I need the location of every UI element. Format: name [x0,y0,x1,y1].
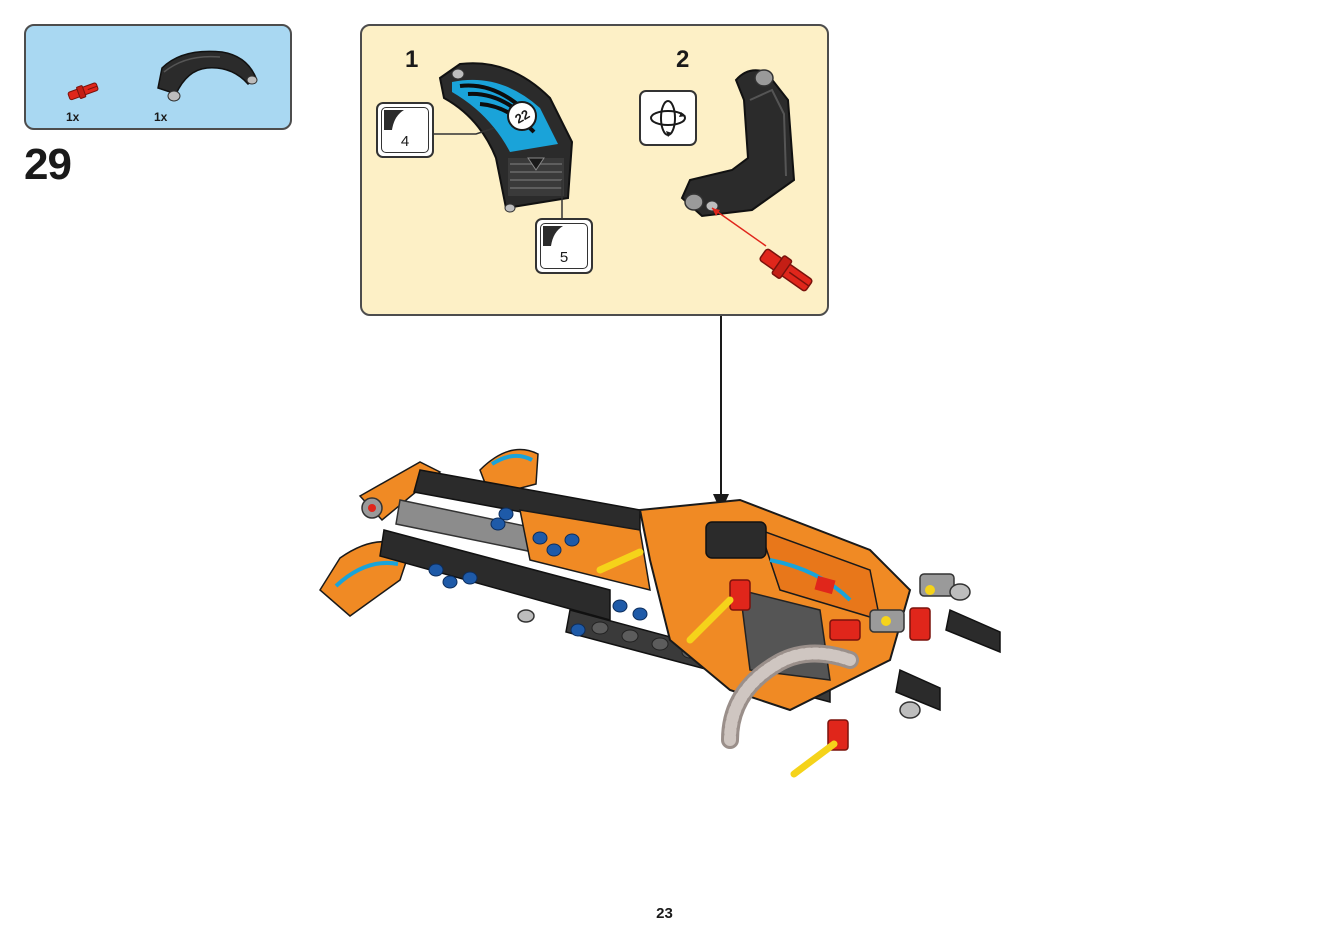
sticker-number-4: 4 [400,133,410,150]
sticker-icon [384,110,404,130]
sticker-callout-4: 4 [376,102,434,158]
rotate-arrows-icon [650,100,686,137]
svg-text:22: 22 [512,106,532,126]
parts-list-box: 1x 1x [24,24,292,130]
part-qty-red-pin: 1x [66,110,80,124]
step-number: 29 [24,140,72,189]
panel-with-pin-illustration [680,69,813,292]
sub-step-1-number: 1 [405,46,419,73]
rotate-icon [639,90,697,146]
red-axle-pin-icon [67,82,99,101]
part-qty-black-panel: 1x [154,110,168,124]
main-model-illustration [319,448,1001,778]
black-curved-panel-icon [157,50,258,102]
sticker-number-5: 5 [559,249,569,266]
sticker-callout-5: 5 [535,218,593,274]
sticker-panel-illustration: 22 [438,62,574,213]
sub-step-2-number: 2 [676,46,690,73]
sticker-icon [543,226,563,246]
page-number: 23 [656,905,673,922]
